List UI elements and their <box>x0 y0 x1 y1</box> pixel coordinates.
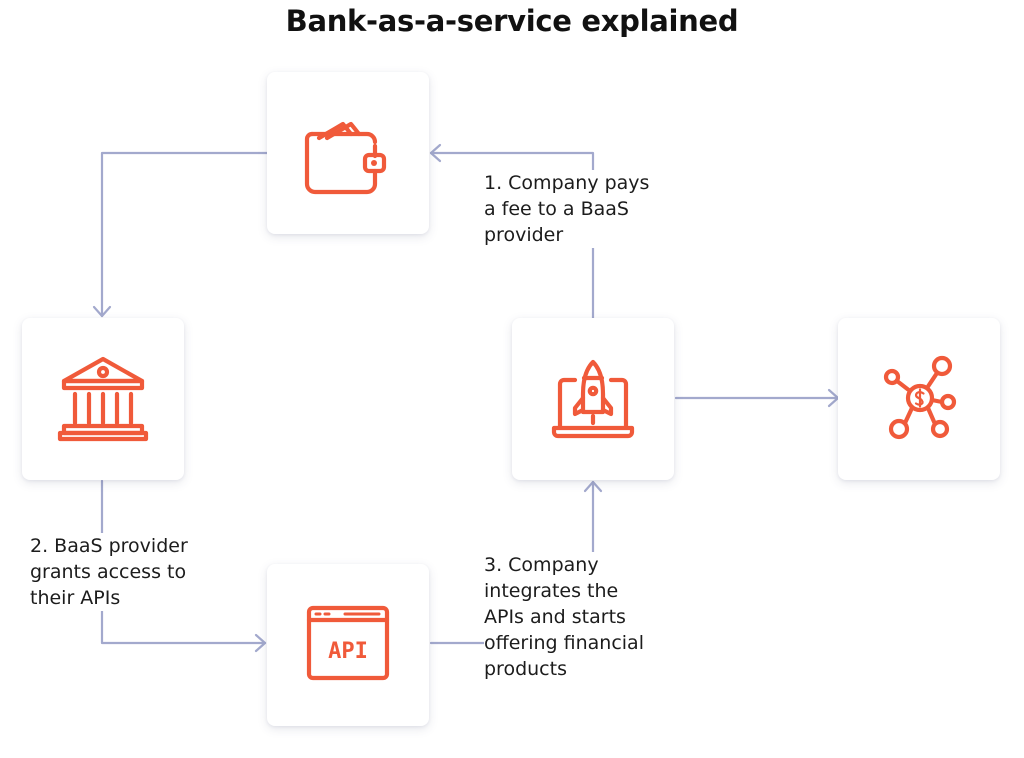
api-window-icon: API <box>306 605 390 681</box>
step-1-line-3: provider <box>484 224 564 246</box>
laptop-rocket-icon <box>551 359 635 439</box>
arrowhead-up-company <box>583 480 603 493</box>
company-card <box>512 318 674 480</box>
network-card <box>838 318 1000 480</box>
step-3-line-1: 3. Company <box>484 554 599 576</box>
step-3-line-2: integrates the <box>484 580 619 602</box>
step-3-text: 3. Company integrates the APIs and start… <box>484 552 662 682</box>
step-1-line-1: 1. Company pays <box>484 172 650 194</box>
wallet-card <box>267 72 429 234</box>
wallet-icon <box>304 121 387 195</box>
step-2-line-3: their APIs <box>30 587 121 609</box>
arrowhead-down-bank <box>92 305 112 318</box>
step-3-line-5: products <box>484 658 567 680</box>
step-1-line-2: a fee to a BaaS <box>484 198 629 220</box>
api-icon-label: API <box>328 639 368 664</box>
step-3-line-3: APIs and starts <box>484 606 626 628</box>
diagram-title: Bank-as-a-service explained <box>285 4 739 38</box>
financial-network-icon <box>883 355 957 440</box>
step-3-line-4: offering financial <box>484 632 644 654</box>
step-1-text: 1. Company pays a fee to a BaaS provider <box>484 170 659 248</box>
connector-company-to-wallet <box>429 151 595 320</box>
api-card: API <box>267 564 429 726</box>
arrowhead-right-api <box>254 633 267 653</box>
connector-wallet-to-bank <box>100 151 269 318</box>
bank-card <box>22 318 184 480</box>
arrowhead-left-wallet <box>429 143 442 163</box>
step-2-text: 2. BaaS provider grants access to their … <box>30 533 202 611</box>
step-2-line-2: grants access to <box>30 561 187 583</box>
bank-icon <box>57 356 149 442</box>
step-2-line-1: 2. BaaS provider <box>30 535 188 557</box>
